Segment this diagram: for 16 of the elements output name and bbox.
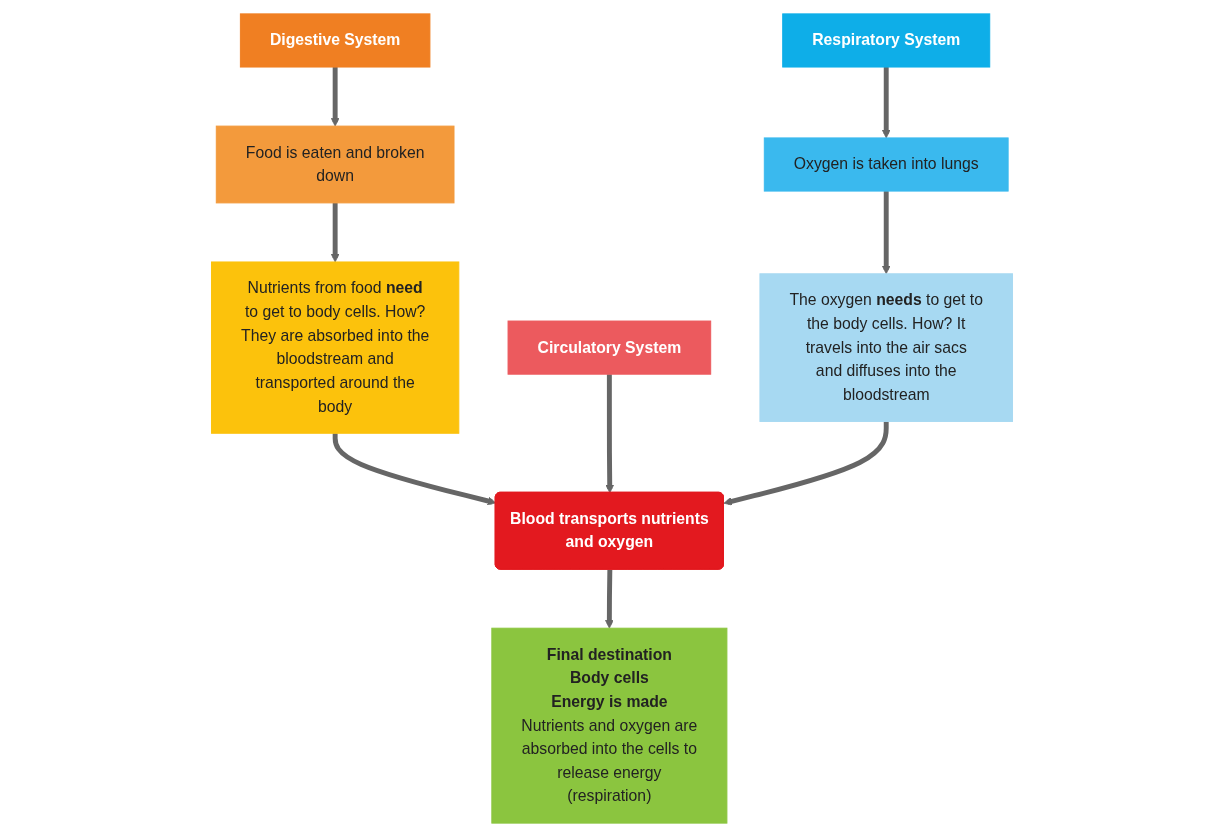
node-box: Oxygen is taken into lungs (763, 137, 1009, 192)
node-box: The oxygen needs to get to the body cells. How? It travels into the air sacs and diffuses into the bloodstream (759, 273, 1013, 422)
arrow (881, 67, 891, 139)
node-box: Respiratory System (782, 13, 991, 68)
arrow (723, 421, 889, 506)
arrow (881, 191, 891, 275)
arrow (330, 67, 340, 127)
arrow (332, 433, 497, 506)
arrow (605, 569, 614, 629)
arrow (605, 374, 615, 494)
node-box: Circulatory System (507, 320, 712, 375)
node-box: Food is eaten and broken down (215, 125, 455, 204)
arrow (330, 202, 340, 263)
node-box: Digestive System (239, 13, 431, 68)
node-box: Nutrients from food need to get to body cells. How? They are absorbed into the bloodstream and transported around the body (211, 261, 460, 434)
node-box: Final destination Body cells Energy is made Nutrients and oxygen are absorbed into the cells to release energy (respiration) (491, 627, 728, 824)
